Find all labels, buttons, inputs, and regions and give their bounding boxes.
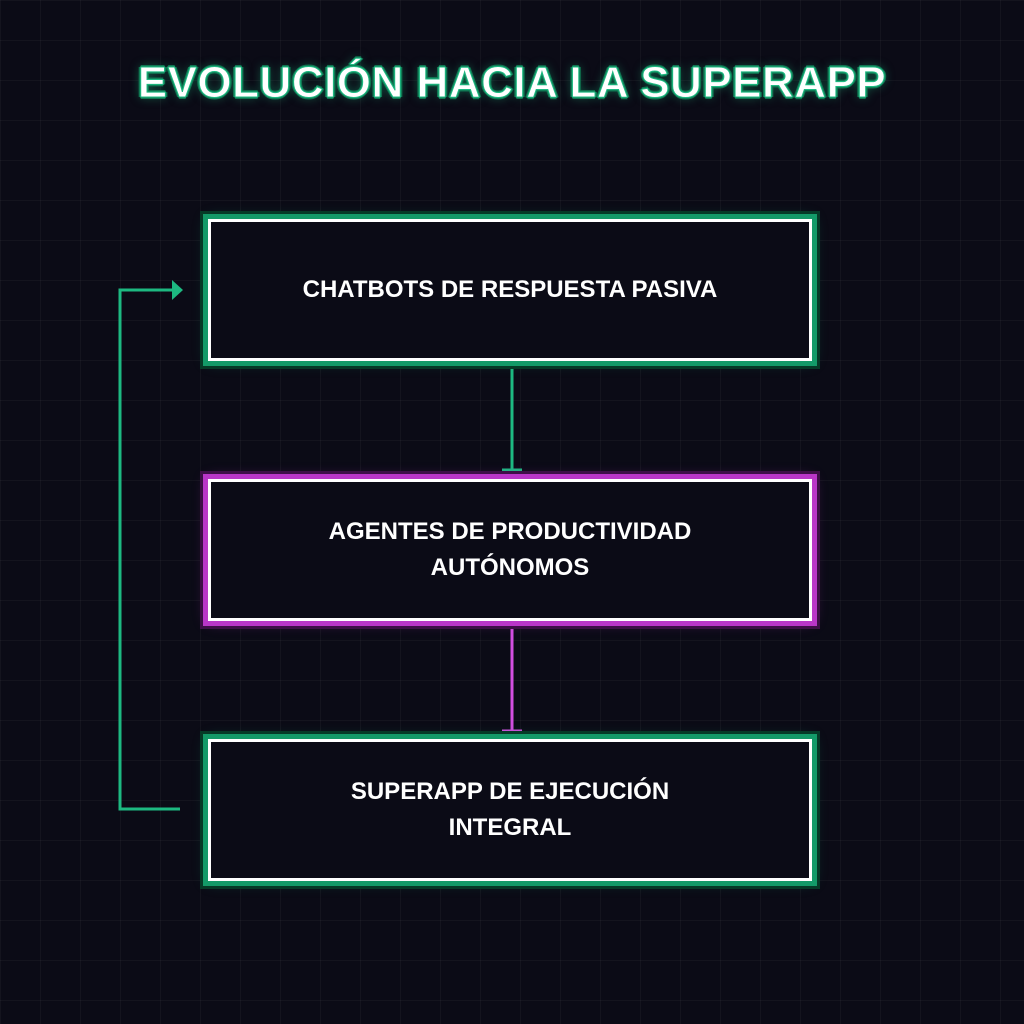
node-superapp-label: SUPERAPP DE EJECUCIÓN INTEGRAL (350, 778, 670, 841)
edge-loop-back (118, 280, 183, 811)
diagram-title: EVOLUCIÓN HACIA LA SUPERAPP (137, 58, 887, 108)
loop-arrowhead-icon (172, 280, 183, 300)
node-chatbots-label: CHATBOTS DE RESPUESTA PASIVA (302, 276, 718, 303)
node-agentes: AGENTES DE PRODUCTIVIDAD AUTÓNOMOS (203, 474, 817, 626)
edge-chatbots-to-agentes (502, 361, 522, 472)
node-agentes-label: AGENTES DE PRODUCTIVIDAD AUTÓNOMOS (328, 518, 692, 581)
node-superapp: SUPERAPP DE EJECUCIÓN INTEGRAL (203, 734, 817, 886)
node-chatbots: CHATBOTS DE RESPUESTA PASIVA (203, 214, 817, 366)
edge-agentes-to-superapp (502, 621, 522, 733)
